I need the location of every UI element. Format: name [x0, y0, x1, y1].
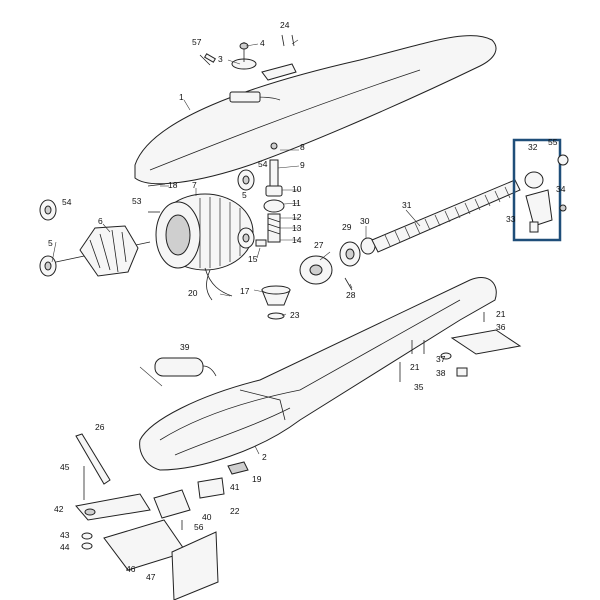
callout-46: 46 [126, 564, 136, 574]
callout-8: 8 [300, 142, 305, 152]
rotor [55, 225, 151, 277]
center-washers [237, 169, 255, 249]
callout-39: 39 [180, 342, 190, 352]
screw-bearings [339, 237, 376, 267]
nut-assembly-highlight[interactable] [512, 138, 569, 242]
callout-15: 15 [248, 254, 258, 264]
callout-21b: 21 [410, 362, 420, 372]
bracket-arm [75, 493, 151, 521]
callout-47: 47 [146, 572, 156, 582]
callout-7: 7 [192, 180, 197, 190]
callout-43: 43 [60, 530, 70, 540]
callout-37: 37 [436, 354, 446, 364]
callout-22: 22 [230, 506, 240, 516]
callout-17: 17 [240, 286, 250, 296]
limit-switch [153, 477, 225, 530]
label-sticker [227, 461, 249, 475]
callout-55: 55 [548, 137, 558, 147]
callout-14: 14 [292, 235, 302, 245]
callout-34: 34 [556, 184, 566, 194]
callout-53: 53 [132, 196, 142, 206]
bevel-gear [261, 285, 291, 320]
callout-labels: 1 2 3 4 5 5 6 7 8 9 10 11 12 13 14 15 17… [48, 20, 566, 582]
pin-and-bolt [75, 433, 111, 500]
callout-11: 11 [292, 198, 301, 208]
callout-57: 57 [192, 37, 202, 47]
callout-4: 4 [260, 38, 265, 48]
callout-12: 12 [292, 212, 302, 222]
mounting-plates [103, 519, 219, 600]
callout-28: 28 [346, 290, 356, 300]
callout-54a: 54 [62, 197, 72, 207]
callout-36: 36 [496, 322, 506, 332]
base-housing [139, 277, 497, 471]
callout-32: 32 [528, 142, 538, 152]
capacitor [154, 357, 217, 377]
screws-18-53 [147, 183, 166, 213]
callout-31: 31 [402, 200, 412, 210]
callout-27: 27 [314, 240, 324, 250]
callout-5a: 5 [48, 238, 53, 248]
shaft-stack [255, 142, 285, 247]
motor-wire [206, 269, 213, 301]
callout-54b: 54 [258, 159, 268, 169]
worm-screw [371, 179, 521, 253]
callout-10: 10 [292, 184, 302, 194]
callout-35: 35 [414, 382, 424, 392]
top-fasteners [199, 34, 297, 81]
top-cover [134, 35, 497, 185]
left-bearings [39, 199, 57, 277]
callout-33: 33 [506, 214, 516, 224]
callout-5b: 5 [242, 190, 247, 200]
spur-gear [299, 255, 353, 291]
callout-42: 42 [54, 504, 64, 514]
callout-40: 40 [202, 512, 212, 522]
callout-6: 6 [98, 216, 103, 226]
callout-19: 19 [252, 474, 262, 484]
callout-26: 26 [95, 422, 105, 432]
callout-18: 18 [168, 180, 178, 190]
callout-23: 23 [290, 310, 300, 320]
callout-20: 20 [188, 288, 198, 298]
callout-45: 45 [60, 462, 70, 472]
callout-41: 41 [230, 482, 240, 492]
callout-56: 56 [194, 522, 204, 532]
callout-21a: 21 [496, 309, 506, 319]
callout-29: 29 [342, 222, 352, 232]
callout-44: 44 [60, 542, 70, 552]
washers-43-44 [81, 532, 93, 550]
callout-1: 1 [179, 92, 184, 102]
callout-9: 9 [300, 160, 305, 170]
callout-2: 2 [262, 452, 267, 462]
callout-24: 24 [280, 20, 290, 30]
plate-and-screws [399, 312, 522, 382]
callout-3: 3 [218, 54, 223, 64]
leader-lines [51, 39, 421, 455]
stator-winding [155, 193, 254, 297]
callout-38: 38 [436, 368, 446, 378]
callout-30: 30 [360, 216, 370, 226]
callout-13: 13 [292, 223, 302, 233]
